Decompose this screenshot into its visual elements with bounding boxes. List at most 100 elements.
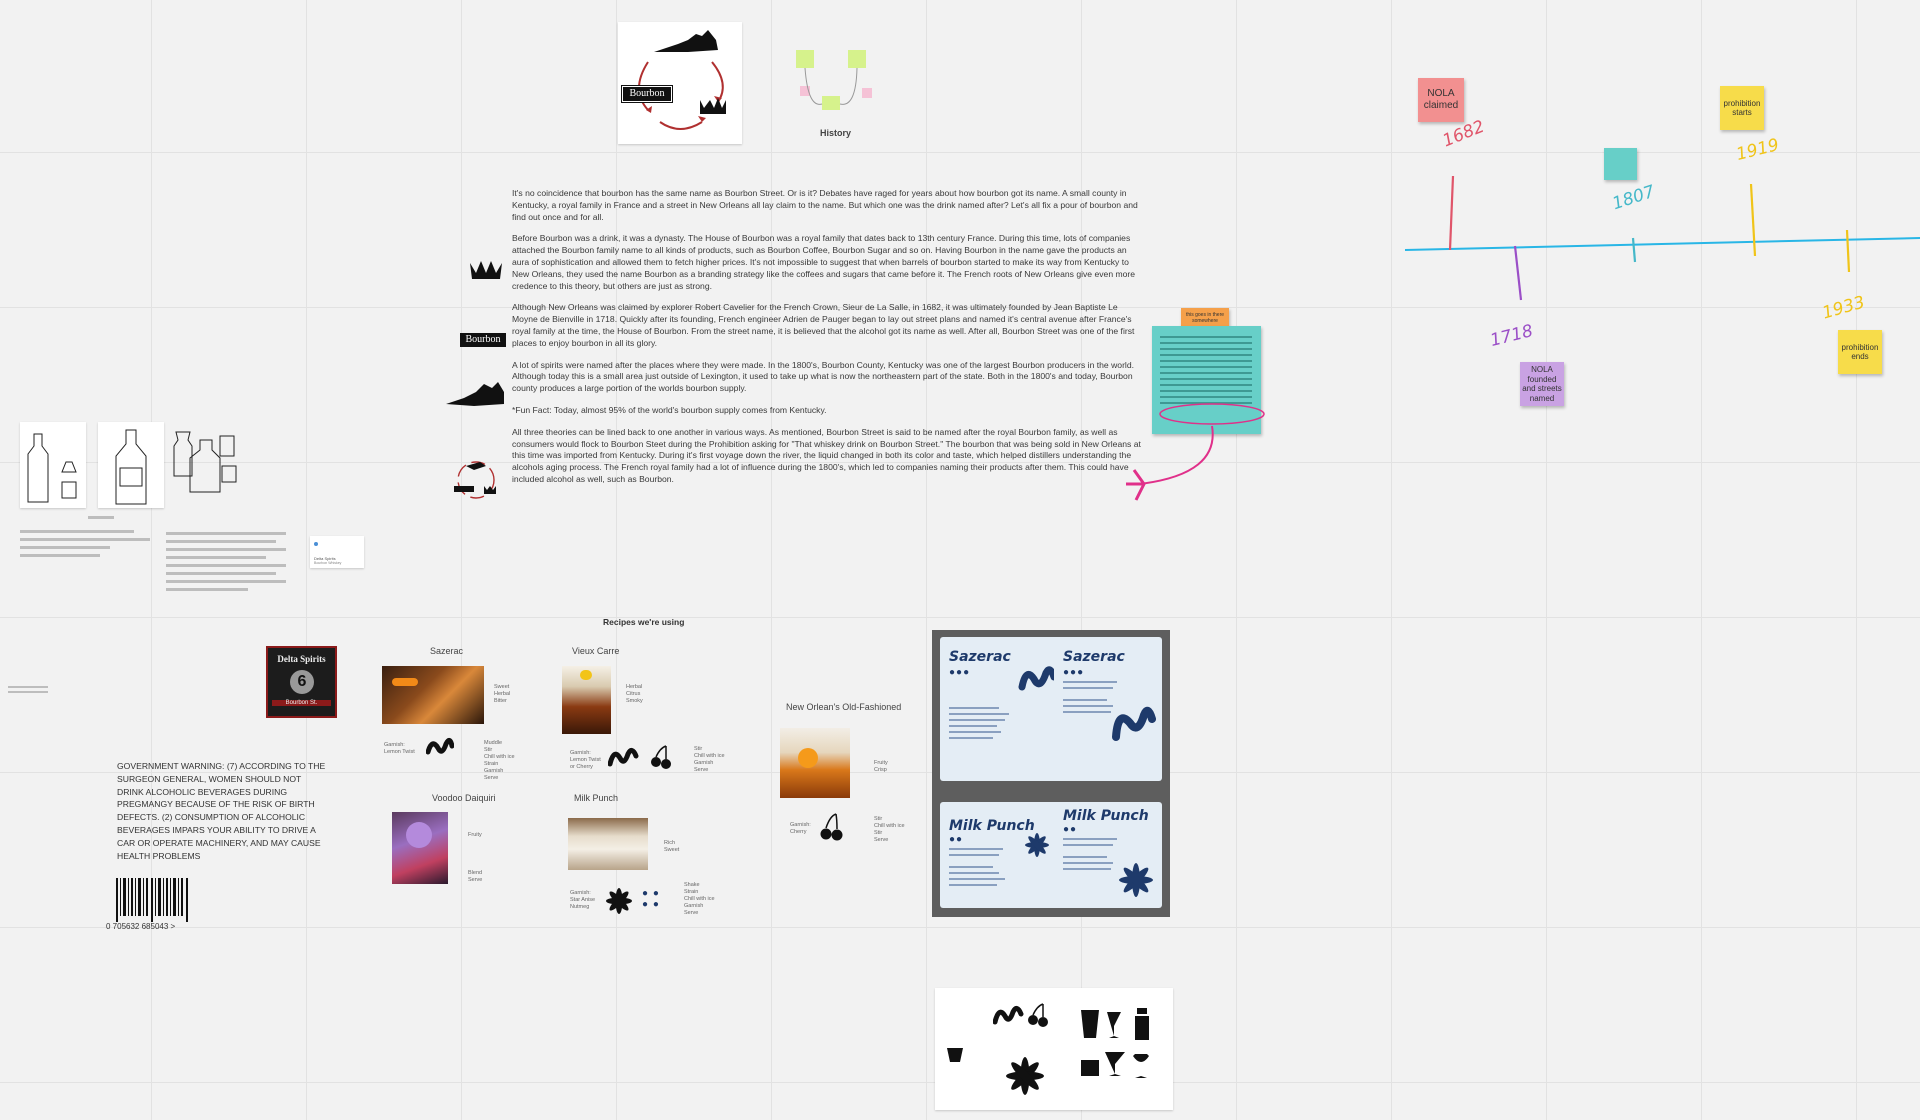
placeholder-line xyxy=(166,556,266,559)
menu-line xyxy=(949,884,997,886)
menu-card-title: Sazerac xyxy=(1063,649,1125,665)
bottle-sketch-1[interactable] xyxy=(20,422,86,508)
placeholder-line xyxy=(20,554,100,557)
nutmeg-icon: ● ●● ● xyxy=(642,888,660,910)
bottle-sketches-icon xyxy=(173,431,237,493)
orange-sticky-note[interactable]: this goes in there somewhere xyxy=(1181,308,1229,328)
placeholder-line xyxy=(8,686,48,688)
teal-sticky-note[interactable] xyxy=(1152,326,1261,434)
kentucky-shape-icon xyxy=(654,30,718,52)
menu-spread-divider xyxy=(940,782,1162,802)
photo-sazerac[interactable] xyxy=(382,666,484,724)
recipe-notes-vieux-carre: Herbal Citrus Smoky xyxy=(626,684,643,704)
mini-card-subtitle: Bourbon Whiskey xyxy=(314,561,342,565)
recipe-title-voodoo-daiquiri: Voodoo Daiquiri xyxy=(432,793,496,803)
pink-annotation-arrow xyxy=(1126,403,1265,501)
photo-milk-punch[interactable] xyxy=(568,818,648,870)
tick-1682 xyxy=(1448,175,1455,251)
article-paragraph: A lot of spirits were named after the pl… xyxy=(512,359,1135,394)
menu-line xyxy=(949,854,999,856)
star-anise-icon xyxy=(1022,830,1052,865)
delta-spirits-label[interactable]: Delta Spirits 6 Bourbon St. xyxy=(266,646,337,718)
menu-line xyxy=(949,866,993,868)
bottle-icon xyxy=(27,433,77,503)
article-text: It's no coincidence that bourbon has the… xyxy=(512,188,1142,496)
placeholder-line xyxy=(166,548,286,551)
menu-card-sazerac-2[interactable]: Sazerac ●●● xyxy=(1054,637,1162,781)
menu-line xyxy=(949,848,1003,850)
menu-card-rating: ●● xyxy=(1063,824,1078,835)
menu-card-milk-punch-2[interactable]: Milk Punch ●● xyxy=(1054,802,1162,908)
tick-1933 xyxy=(1845,229,1851,273)
menu-line xyxy=(1063,844,1113,846)
menu-card-rating: ●● xyxy=(949,834,964,845)
history-mini-board[interactable] xyxy=(790,46,880,126)
bourbon-logo: Bourbon xyxy=(621,85,673,103)
menu-line xyxy=(1063,687,1113,689)
barcode[interactable]: 0 705632 685043 > xyxy=(106,878,192,932)
article-paragraph: All three theories can be lined back to … xyxy=(512,426,1141,484)
recipe-method-vieux-carre: Stir Chill with ice Garnish Serve xyxy=(694,746,725,773)
menu-card-title: Sazerac xyxy=(949,649,1011,665)
recipe-method-old-fashioned: Stir Chill with ice Stir Serve xyxy=(874,816,905,843)
photo-voodoo-daiquiri[interactable] xyxy=(392,812,448,884)
recipes-heading: Recipes we're using xyxy=(603,617,685,627)
cycle-thumbnail-image[interactable] xyxy=(450,456,502,504)
placeholder-line xyxy=(166,588,248,591)
placeholder-line xyxy=(166,532,286,535)
bottle-sketch-3[interactable] xyxy=(168,426,240,498)
photo-vieux-carre[interactable] xyxy=(562,666,611,734)
timeline-drawing xyxy=(1404,175,1920,301)
menu-mockup-frame[interactable]: Sazerac ●●● Sazerac ●●● Milk Punch ●● xyxy=(932,630,1170,917)
crown-image[interactable] xyxy=(468,255,504,283)
bourbon-logo-image[interactable]: Bourbon xyxy=(460,333,506,347)
recipe-title-vieux-carre: Vieux Carre xyxy=(572,646,620,656)
tick-1718 xyxy=(1513,245,1523,301)
menu-card-title: Milk Punch xyxy=(1063,808,1149,824)
icon-sheet[interactable] xyxy=(935,988,1173,1110)
brand-subtitle: Bourbon St. xyxy=(272,700,331,706)
menu-card-sazerac-1[interactable]: Sazerac ●●● xyxy=(940,637,1067,781)
sticky-teal-small[interactable] xyxy=(1604,148,1637,180)
recipe-garnish-old-fashioned: Garnish: Cherry xyxy=(790,822,811,835)
article-paragraph: Before Bourbon was a drink, it was a dyn… xyxy=(512,233,1136,291)
menu-line xyxy=(1063,705,1113,707)
placeholder-line xyxy=(166,580,286,583)
recipe-title-sazerac: Sazerac xyxy=(430,646,464,656)
bourbon-cycle-image[interactable]: Bourbon xyxy=(618,22,742,144)
history-flow-diagram xyxy=(796,50,872,110)
photo-old-fashioned[interactable] xyxy=(780,728,850,798)
timeline-line xyxy=(1404,237,1920,251)
menu-line xyxy=(1063,868,1111,870)
bottle-icon xyxy=(115,429,147,505)
sticky-nola-founded[interactable]: NOLA founded and streets named xyxy=(1520,362,1564,406)
star-anise-icon xyxy=(1003,1054,1047,1103)
purple-drink-icon xyxy=(406,822,432,848)
shot-glass-icon xyxy=(945,1046,965,1069)
sticky-nola-claimed[interactable]: NOLA claimed xyxy=(1418,78,1464,122)
cycle-thumb-icon xyxy=(454,461,496,499)
sticky-prohibition-starts[interactable]: prohibition starts xyxy=(1720,86,1764,130)
menu-card-milk-punch-1[interactable]: Milk Punch ●● xyxy=(940,802,1067,908)
cherry-icon xyxy=(818,812,844,847)
menu-card-rating: ●●● xyxy=(1063,667,1085,678)
recipe-method-milk-punch: Shake Strain Chill with ice Garnish Serv… xyxy=(684,882,715,916)
mini-card-dot-icon xyxy=(314,542,318,546)
recipe-garnish-sazerac: Garnish: Lemon Twist xyxy=(384,742,415,755)
sticky-prohibition-ends[interactable]: prohibition ends xyxy=(1838,330,1882,374)
lemon-twist-icon xyxy=(1018,661,1058,700)
recipe-notes-sazerac: Sweet Herbal Bitter xyxy=(494,684,511,704)
tick-1807 xyxy=(1631,237,1637,263)
menu-line xyxy=(1063,711,1111,713)
menu-line xyxy=(949,872,999,874)
star-anise-icon xyxy=(602,884,636,923)
cocktail-glasses-icon xyxy=(1077,1006,1167,1101)
kentucky-map-image[interactable] xyxy=(444,380,506,412)
menu-line xyxy=(1063,856,1107,858)
article-paragraph: Although New Orleans was claimed by expl… xyxy=(512,302,1135,348)
mini-brand-card[interactable]: Delta Spirits Bourbon Whiskey xyxy=(310,536,364,568)
bottle-sketch-2[interactable] xyxy=(98,422,164,508)
crown-icon xyxy=(470,261,502,279)
placeholder-line xyxy=(20,530,134,533)
government-warning-text: GOVERNMENT WARNING: (7) ACCORDING TO THE… xyxy=(117,761,326,861)
